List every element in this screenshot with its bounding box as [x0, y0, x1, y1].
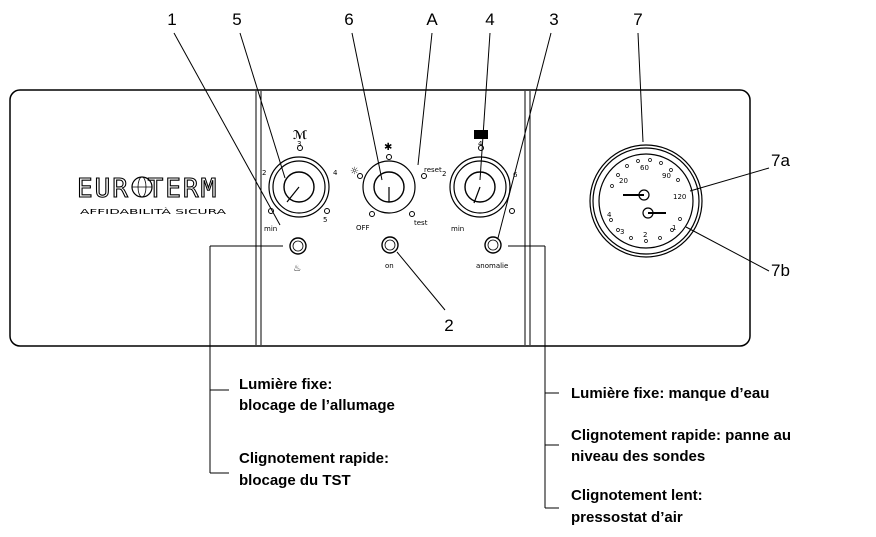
summer-icon: ☼ — [350, 166, 359, 177]
knob-left-3: 3 — [297, 140, 301, 148]
left-fixed-text: blocage de l’allumage — [239, 397, 395, 414]
right-rapid-2: niveau des sondes — [571, 448, 705, 465]
callout-1: 1 — [167, 10, 176, 29]
knob-left-min: min — [264, 225, 277, 233]
knob-dhw-temperature[interactable]: min 2 4 6 — [442, 130, 518, 233]
flame-lock-icon: ♨ — [293, 264, 301, 274]
knob-right-2: 2 — [442, 170, 446, 178]
gauge-outer-90: 90 — [662, 172, 671, 180]
led-on-label: on — [385, 262, 394, 270]
gauge-outer-120: 120 — [673, 193, 686, 201]
gauge-outer-20: 20 — [619, 177, 628, 185]
gauge-inner-1: 1 — [672, 224, 676, 232]
callout-7b: 7b — [771, 261, 790, 280]
leader-lines — [173, 32, 770, 311]
gauge-inner-2: 2 — [643, 231, 647, 239]
led-anomaly-label: anomalie — [476, 262, 508, 270]
callout-4: 4 — [485, 10, 494, 29]
knob-right-min: min — [451, 225, 464, 233]
knob-left-2: 2 — [262, 169, 266, 177]
knob-heating-temperature[interactable]: min 2 3 4 5 ℳ — [262, 128, 338, 233]
right-slow-1: Clignotement lent: — [571, 487, 703, 504]
callout-7a: 7a — [771, 151, 790, 170]
left-bracket — [209, 245, 283, 474]
gauge-inner-3: 3 — [620, 228, 624, 236]
right-bracket — [508, 245, 559, 509]
led-ignition-lock: ♨ — [289, 237, 307, 274]
brand-tagline: AFFIDABILITÀ SICURA — [80, 207, 226, 216]
knob-mid-reset: reset — [424, 166, 442, 174]
knob-mid-test: test — [414, 219, 428, 227]
thermo-manometer-gauge: 20 60 90 120 4 3 2 1 — [589, 144, 703, 258]
left-fixed-title: Lumière fixe: — [239, 376, 332, 393]
callout-5: 5 — [232, 10, 241, 29]
right-slow-2: pressostat d’air — [571, 509, 683, 526]
gauge-outer-60: 60 — [640, 164, 649, 172]
callout-7: 7 — [633, 10, 642, 29]
panel-outline — [9, 89, 751, 347]
gauge-inner-4: 4 — [607, 211, 612, 219]
radiator-icon: ℳ — [293, 128, 307, 142]
brand-logo: EUR TERM AFFIDABILITÀ SICURA — [76, 173, 226, 216]
tap-water-icon — [474, 130, 488, 139]
knob-mode-selector[interactable]: ✱ ☼ OFF reset test — [350, 142, 442, 232]
led-on: on — [381, 236, 399, 270]
knob-right-6: 6 — [513, 171, 518, 179]
left-blink-text: blocage du TST — [239, 472, 351, 489]
knob-left-4: 4 — [333, 169, 338, 177]
right-rapid-1: Clignotement rapide: panne au — [571, 427, 791, 444]
right-fixed: Lumière fixe: manque d’eau — [571, 385, 769, 402]
knob-left-5: 5 — [323, 216, 327, 224]
callout-3: 3 — [549, 10, 558, 29]
knob-right-4: 4 — [478, 140, 483, 148]
winter-icon: ✱ — [384, 142, 392, 153]
callout-a: A — [426, 10, 438, 29]
knob-mid-off: OFF — [356, 224, 370, 232]
left-blink-title: Clignotement rapide: — [239, 450, 389, 467]
callout-6: 6 — [344, 10, 353, 29]
callout-2: 2 — [444, 316, 453, 335]
led-anomaly: anomalie — [476, 236, 508, 270]
